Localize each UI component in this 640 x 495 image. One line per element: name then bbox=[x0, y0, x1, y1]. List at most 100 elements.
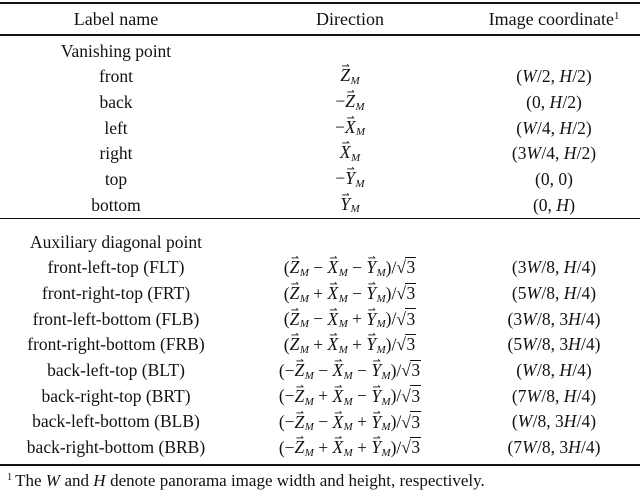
vector-y-icon: Y⇀ bbox=[371, 433, 382, 458]
label-cell: front-left-top (FLT) bbox=[47, 257, 185, 278]
label-cell: front-right-top (FRT) bbox=[41, 282, 191, 303]
coordinate-cell: (3W/8, 3H/4) bbox=[507, 308, 601, 329]
label-cell: left bbox=[104, 117, 128, 138]
subscript-m: M bbox=[381, 421, 391, 434]
direction-cell: Z⇀M bbox=[232, 61, 468, 87]
label-cell: back bbox=[99, 92, 133, 113]
vector-arrow-icon: ⇀ bbox=[372, 407, 381, 419]
vector-arrow-icon: ⇀ bbox=[295, 433, 304, 445]
vector-arrow-icon: ⇀ bbox=[346, 87, 355, 99]
subscript-m: M bbox=[381, 446, 391, 459]
subscript-m: M bbox=[351, 152, 361, 165]
header-rule bbox=[0, 34, 640, 36]
table-row: back-right-top (BRT) (−Z⇀M + X⇀M − Y⇀M)/√… bbox=[0, 381, 640, 410]
column-header-image-coordinate-text: Image coordinate bbox=[488, 9, 615, 29]
vector-arrow-icon: ⇀ bbox=[290, 304, 299, 316]
subscript-m: M bbox=[299, 292, 309, 305]
coordinate-cell: (7W/8, H/4) bbox=[511, 385, 597, 406]
subscript-m: M bbox=[376, 292, 386, 305]
sqrt-radical: √3 bbox=[396, 308, 417, 329]
vector-z-icon: Z⇀ bbox=[340, 61, 351, 86]
direction-cell: (Z⇀M + X⇀M + Y⇀M)/√3 bbox=[283, 330, 417, 357]
subscript-m: M bbox=[350, 203, 360, 216]
vector-arrow-icon: ⇀ bbox=[290, 330, 299, 342]
sqrt-radical: √3 bbox=[396, 256, 417, 278]
sqrt-radical: √3 bbox=[401, 436, 422, 458]
subscript-m: M bbox=[355, 177, 365, 190]
vector-y-icon: Y⇀ bbox=[340, 189, 351, 214]
vector-arrow-icon: ⇀ bbox=[372, 381, 381, 393]
subscript-m: M bbox=[376, 318, 386, 331]
vector-arrow-icon: ⇀ bbox=[334, 407, 343, 419]
vector-arrow-icon: ⇀ bbox=[367, 304, 376, 316]
vector-z-icon: Z⇀ bbox=[294, 433, 305, 458]
coordinate-cell: (0, H/2) bbox=[526, 92, 582, 113]
vector-y-icon: Y⇀ bbox=[366, 330, 377, 355]
vector-arrow-icon: ⇀ bbox=[295, 356, 304, 368]
subscript-m: M bbox=[343, 369, 353, 382]
table-row: back-left-top (BLT)(−Z⇀M − X⇀M − Y⇀M)/√3… bbox=[0, 356, 640, 384]
direction-cell: (Z⇀M − X⇀M + Y⇀M)/√3 bbox=[283, 304, 417, 331]
vector-z-icon: Z⇀ bbox=[294, 356, 305, 381]
vector-arrow-icon: ⇀ bbox=[334, 356, 343, 368]
vector-x-icon: X⇀ bbox=[332, 407, 344, 432]
vector-z-icon: Z⇀ bbox=[289, 279, 300, 304]
subscript-m: M bbox=[299, 267, 309, 280]
vector-arrow-icon: ⇀ bbox=[329, 279, 338, 291]
footnote-mark: 1 bbox=[7, 471, 13, 483]
subscript-m: M bbox=[343, 421, 353, 434]
label-cell: back-left-bottom (BLB) bbox=[32, 411, 200, 432]
vector-arrow-icon: ⇀ bbox=[295, 381, 304, 393]
direction-cell: (−Z⇀M + X⇀M − Y⇀M)/√3 bbox=[278, 381, 422, 408]
label-cell: back-right-bottom (BRB) bbox=[26, 437, 206, 457]
table-row: front-left-top (FLT)(Z⇀M − X⇀M − Y⇀M)/√3… bbox=[0, 253, 640, 281]
vector-x-icon: X⇀ bbox=[339, 138, 351, 163]
subscript-m: M bbox=[304, 421, 314, 434]
vector-y-icon: Y⇀ bbox=[371, 407, 382, 432]
vector-y-icon: Y⇀ bbox=[366, 304, 377, 329]
direction-cell: (−Z⇀M − X⇀M − Y⇀M)/√3 bbox=[278, 356, 422, 382]
label-cell: back-right-top (BRT) bbox=[41, 385, 191, 406]
column-header-label-name: Label name bbox=[73, 9, 159, 29]
vector-y-icon: Y⇀ bbox=[366, 253, 377, 278]
vector-x-icon: X⇀ bbox=[332, 381, 344, 406]
vector-arrow-icon: ⇀ bbox=[290, 279, 299, 291]
coordinate-cell: (5W/8, H/4) bbox=[511, 282, 597, 303]
label-cell: front-right-bottom (FRB) bbox=[27, 334, 205, 355]
sqrt-radical: √3 bbox=[396, 282, 417, 304]
coordinate-cell: (W/8, 3H/4) bbox=[511, 411, 597, 432]
table-header-row: Label name Direction Image coordinate1 bbox=[0, 4, 640, 34]
sqrt-radical: √3 bbox=[401, 411, 422, 432]
subscript-m: M bbox=[299, 344, 309, 357]
vector-x-icon: X⇀ bbox=[327, 279, 339, 304]
label-cell: front-left-bottom (FLB) bbox=[32, 308, 200, 329]
label-cell: back-left-top (BLT) bbox=[47, 359, 185, 380]
subscript-m: M bbox=[338, 344, 348, 357]
direction-cell: −X⇀M bbox=[334, 112, 366, 139]
top-rule bbox=[0, 2, 640, 4]
vector-arrow-icon: ⇀ bbox=[329, 330, 338, 342]
label-cell: right bbox=[99, 143, 133, 164]
coordinate-cell: (W/8, H/4) bbox=[516, 359, 592, 380]
vector-arrow-icon: ⇀ bbox=[341, 138, 350, 150]
coordinate-cell: (7W/8, 3H/4) bbox=[507, 437, 601, 457]
vector-arrow-icon: ⇀ bbox=[372, 356, 381, 368]
sqrt-radical: √3 bbox=[401, 359, 422, 381]
direction-cell: (−Z⇀M + X⇀M + Y⇀M)/√3 bbox=[278, 433, 422, 459]
table-row: front-right-top (FRT)(Z⇀M + X⇀M − Y⇀M)/√… bbox=[0, 279, 640, 307]
coordinate-cell: (0, 0) bbox=[535, 169, 573, 190]
subscript-m: M bbox=[338, 292, 348, 305]
vector-y-icon: Y⇀ bbox=[371, 381, 382, 406]
bottom-rule bbox=[0, 463, 640, 466]
label-cell: front bbox=[98, 66, 134, 87]
coordinate-cell: (3W/4, H/2) bbox=[511, 143, 597, 164]
vector-arrow-icon: ⇀ bbox=[372, 433, 381, 445]
subscript-m: M bbox=[356, 126, 366, 139]
section-header-row: Vanishing point bbox=[0, 39, 640, 65]
subscript-m: M bbox=[338, 267, 348, 280]
